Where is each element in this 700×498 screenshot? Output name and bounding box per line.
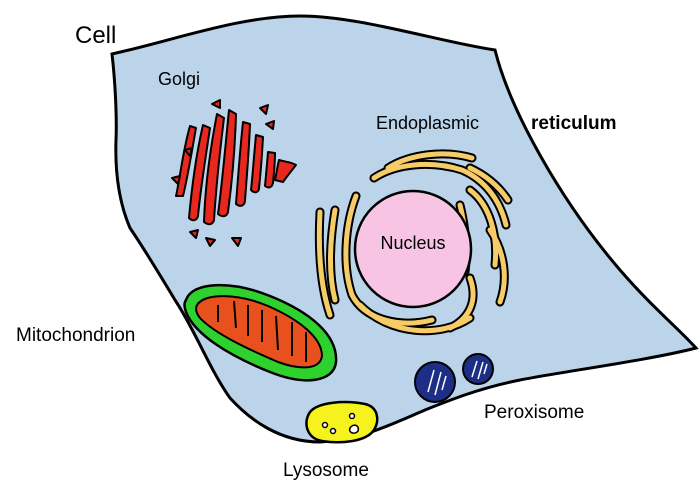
golgi-cisterna xyxy=(274,159,297,183)
er-label-part1: Endoplasmic xyxy=(376,113,479,133)
peroxisome-left xyxy=(414,361,456,403)
peroxisome-right xyxy=(462,353,494,385)
golgi-vesicle xyxy=(211,99,221,109)
golgi-vesicle xyxy=(265,120,275,130)
cell-label: Cell xyxy=(75,22,116,49)
golgi-cisterna xyxy=(203,113,225,226)
peroxisome-label: Peroxisome xyxy=(484,402,584,423)
golgi-vesicle xyxy=(205,237,216,247)
golgi-cisterna xyxy=(235,121,251,207)
golgi-cisterna xyxy=(250,134,264,194)
mitochondrion xyxy=(183,283,338,382)
nucleus xyxy=(353,189,473,309)
golgi-vesicle xyxy=(189,229,199,239)
nucleus-label: Nucleus xyxy=(380,233,445,253)
lysosome-label: Lysosome xyxy=(283,460,369,481)
golgi-apparatus xyxy=(171,99,297,247)
golgi-vesicle xyxy=(231,237,242,247)
golgi-cisterna xyxy=(217,109,237,218)
golgi-cisterna xyxy=(175,125,197,197)
golgi-vesicle xyxy=(259,104,269,115)
er-label-part2: reticulum xyxy=(531,113,617,134)
mitochondrion-label: Mitochondrion xyxy=(16,325,135,346)
peroxisomes xyxy=(414,353,494,403)
golgi-vesicle xyxy=(184,147,193,157)
golgi-cisterna xyxy=(188,124,211,222)
endoplasmic-reticulum xyxy=(314,149,513,336)
mitochondrion-cristae xyxy=(195,295,324,369)
golgi-vesicle xyxy=(171,175,181,185)
lysosome-body xyxy=(305,400,379,444)
lysosome xyxy=(305,400,379,444)
golgi-label: Golgi xyxy=(158,69,200,89)
golgi-cisterna xyxy=(264,151,276,189)
